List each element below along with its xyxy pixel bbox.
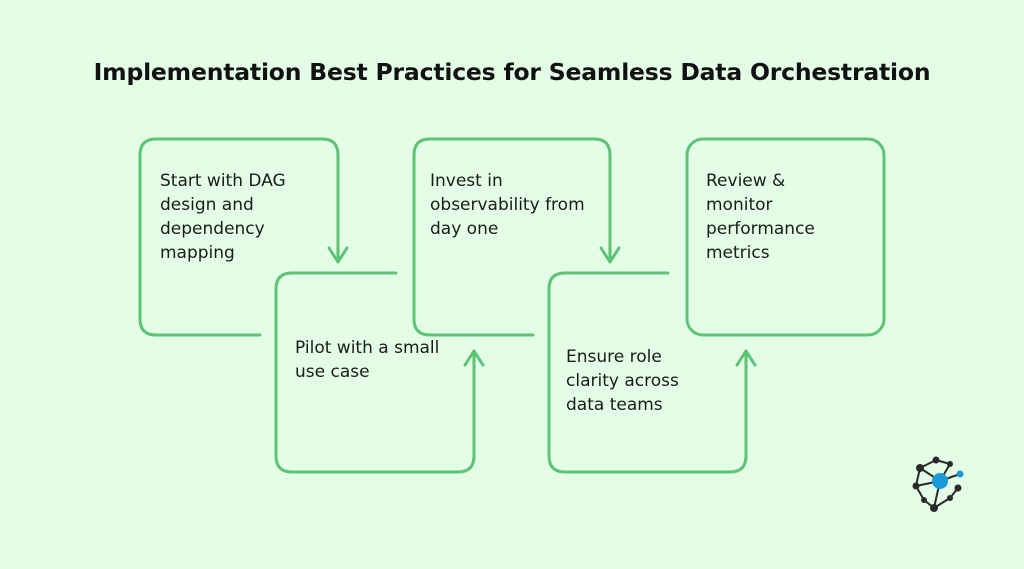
page-title: Implementation Best Practices for Seamle… xyxy=(93,58,931,86)
network-node-logo-icon xyxy=(912,456,964,512)
step-2-text: Pilot with a small use case xyxy=(295,338,440,382)
step-4-text: Ensure role clarity across data teams xyxy=(566,347,679,415)
step-5-connector xyxy=(685,137,886,337)
step-5-text: Review & monitor performance metrics xyxy=(706,171,815,263)
step-4-connector xyxy=(547,271,757,474)
step-2-connector xyxy=(274,271,485,474)
arrow-down-icon xyxy=(599,246,621,264)
arrow-up-icon xyxy=(463,349,485,367)
arrow-up-icon xyxy=(735,349,757,367)
step-1-text: Start with DAG design and dependency map… xyxy=(160,171,286,263)
step-3-connector xyxy=(412,137,621,337)
arrow-down-icon xyxy=(327,246,349,264)
step-3-text: Invest in observability from day one xyxy=(430,171,585,239)
step-1-connector xyxy=(138,137,349,337)
